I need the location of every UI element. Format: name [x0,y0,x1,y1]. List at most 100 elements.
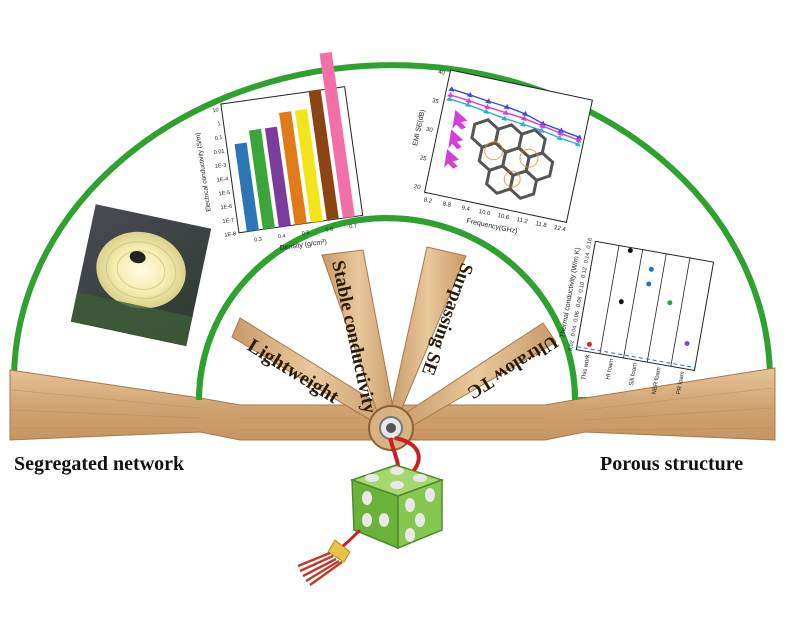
emi-x-tick: 12.4 [554,225,567,233]
emi-x-tick: 10.6 [497,213,510,221]
tc-row-divider [623,249,644,359]
tc-x-tick: 0.16 [586,238,594,250]
conductivity-x-tick: 0.3 [254,237,262,244]
emi-series-line [450,94,580,141]
conductivity-x-tick: 0.7 [349,223,357,230]
conductivity-chart: 10 1 0.1 0.01 1E-3 1E-4 1E-5 1E-6 1E-7 1E-8 0.3 0.… [195,51,364,252]
conductivity-bar [319,51,355,219]
tc-category-label: PR foam [676,371,686,395]
emi-x-tick: 11.2 [516,217,529,225]
emi-point [501,115,508,122]
conductivity-bar [234,142,259,232]
conductivity-bar [308,89,339,221]
emi-point [465,97,472,104]
tc-x-tick: 0.10 [578,281,586,293]
conductivity-y-tick: 0.1 [215,135,223,142]
blade-label-lightweight: Lightweight [243,335,343,409]
tc-x-tick: 0.12 [581,267,589,279]
emi-y-tick: 35 [431,98,439,105]
emi-point [576,134,582,140]
emi-plot-frame [423,69,593,223]
emi-y-tick: 25 [419,155,427,162]
tc-point [586,341,592,347]
conductivity-x-tick: 0.4 [278,233,286,240]
emi-point [539,122,545,129]
tc-x-tick: 0.02 [568,340,576,352]
conductivity-x-tick: 0.6 [325,227,333,234]
emi-x-tick: 11.8 [535,221,548,229]
conductivity-y-tick: 0.01 [213,149,224,156]
conductivity-bar [264,126,291,228]
emi-point [502,109,509,116]
emi-series-line [449,98,579,145]
emi-point [503,104,510,110]
emi-y-tick: 40 [437,69,445,76]
emi-x-tick: 10.0 [478,209,491,217]
tc-category-label: HI foam [606,358,616,380]
tc-point [684,340,690,346]
emi-point [538,127,544,134]
conductivity-y-tick: 10 [212,107,219,114]
emi-y-tick: 20 [413,184,421,191]
tc-point [618,299,624,305]
conductivity-bar [295,109,323,223]
wood-grain [11,387,773,431]
emi-point [483,104,490,110]
tc-category-label: Sili foam [629,363,639,387]
tc-point [627,247,633,253]
tc-row-divider [670,257,691,367]
conductivity-y-tick: 1E-6 [220,204,232,212]
emi-point [447,92,453,98]
emi-point [485,98,491,104]
emi-y-tick: 30 [425,127,433,134]
hexagonal-porous-structure-icon [470,118,555,200]
tc-point [648,266,654,272]
tc-row-divider [646,253,667,363]
tc-x-tick: 0.04 [571,325,579,337]
emi-point [446,96,453,102]
porous-cube [349,464,445,550]
emi-point [519,121,526,127]
tc-point [667,300,673,306]
tassel [297,539,351,586]
tc-x-tick: 0.08 [576,296,584,308]
emi-point [464,101,471,108]
emi-point [557,127,564,134]
emi-point [521,110,528,117]
conductivity-y-tick: 1E-7 [222,217,234,225]
emi-series-line [451,88,580,138]
tc-plot-frame [575,240,715,372]
emi-point [556,134,563,141]
flower-photo [70,204,212,347]
conductivity-x-tick: 0.5 [301,230,309,237]
emi-x-tick: 9.4 [461,205,471,213]
tc-row-divider [599,245,620,354]
tc-category-label: NBR foam [652,367,663,395]
emi-point [574,141,581,147]
emi-x-tick: 8.2 [423,197,433,205]
conductivity-y-tick: 1 [217,121,221,127]
emi-point [520,115,527,122]
emi-point [575,137,582,143]
conductivity-y-tick: 1E-8 [224,231,236,239]
emi-point [482,108,489,115]
emi-point [448,86,455,92]
fan-base-wood [9,367,776,441]
conductivity-bar [248,128,275,230]
tc-category-label: This work [581,353,592,380]
label-porous-structure: Porous structure [600,453,743,475]
conductivity-bar [279,111,307,225]
label-segregated-network: Segregated network [14,453,185,475]
fan-inner-arc [196,215,578,401]
thermal-conductivity-chart: This work HI foam Sili foam NBR foam PR foam… [559,238,715,395]
emi-x-tick: 8.8 [442,201,452,209]
conductivity-y-tick: 1E-5 [218,190,230,198]
conductivity-y-tick: 1E-4 [216,176,228,184]
emi-point [466,92,473,98]
tc-x-tick: 0.14 [583,252,591,264]
tc-x-tick: 0.06 [573,311,581,323]
incident-wave-arrows [444,109,468,169]
conductivity-y-tick: 1E-3 [215,162,227,170]
